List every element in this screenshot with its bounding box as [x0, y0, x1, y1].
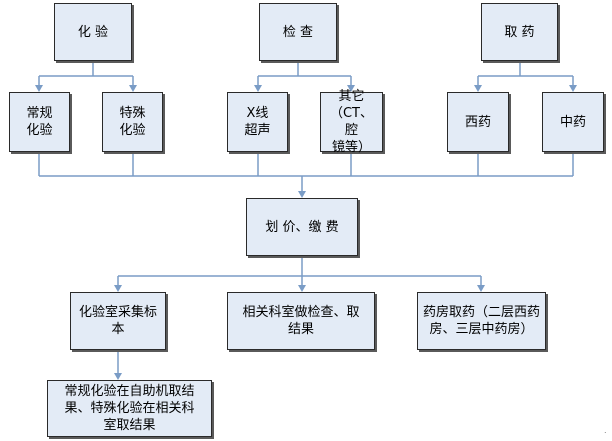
node-medicine-pickup: 取 药 — [481, 3, 558, 61]
node-lab-collection: 化验室采集标 本 — [70, 292, 166, 350]
arrow-exam-left — [254, 85, 262, 92]
node-xray-ultrasound-label: X线 超声 — [244, 106, 271, 138]
node-lab-results: 常规化验在自助机取结 果、特殊化验在相关科 室取结果 — [47, 380, 212, 437]
node-pharmacy-pickup: 药房取药（二层西药 房、三层中药房） — [417, 292, 546, 350]
node-chinese-medicine-label: 中药 — [559, 114, 586, 130]
node-other-exams-label: 其它 （CT、腔 镜等） — [329, 89, 374, 155]
node-lab-collection-label: 化验室采集标 本 — [78, 305, 157, 337]
arrow-to-payment — [298, 191, 306, 198]
node-routine-lab-label: 常规 化验 — [26, 106, 53, 138]
arrow-med-right — [569, 85, 577, 92]
node-western-medicine: 西药 — [447, 92, 509, 152]
node-lab-test-label: 化 验 — [77, 24, 109, 40]
connector-lines — [35, 61, 577, 380]
node-routine-lab: 常规 化验 — [9, 92, 70, 152]
arrow-to-pharmacy — [477, 285, 485, 292]
arrow-lab-right — [129, 85, 137, 92]
node-pricing-payment: 划 价、缴 费 — [246, 198, 358, 256]
node-dept-exam-results: 相关科室做检查、取 结果 — [227, 292, 375, 350]
arrow-lab-left — [35, 85, 43, 92]
arrow-to-dept-exam — [298, 285, 306, 292]
node-pharmacy-pickup-label: 药房取药（二层西药 房、三层中药房） — [422, 305, 540, 337]
node-western-medicine-label: 西药 — [464, 114, 491, 130]
node-other-exams: 其它 （CT、腔 镜等） — [320, 89, 383, 155]
node-xray-ultrasound: X线 超声 — [227, 92, 288, 152]
corner-mark: . — [604, 426, 607, 435]
node-chinese-medicine: 中药 — [542, 92, 604, 152]
node-special-lab-label: 特殊 化验 — [119, 106, 146, 138]
node-medicine-pickup-label: 取 药 — [504, 24, 535, 40]
arrow-exam-right — [347, 85, 355, 92]
arrow-med-left — [474, 85, 482, 92]
node-dept-exam-results-label: 相关科室做检查、取 结果 — [242, 305, 360, 337]
arrow-to-lab-results — [114, 373, 122, 380]
node-examination-label: 检 查 — [282, 24, 314, 40]
arrow-to-lab-collection — [114, 285, 122, 292]
node-special-lab: 特殊 化验 — [102, 92, 163, 152]
node-pricing-payment-label: 划 价、缴 费 — [265, 219, 339, 235]
node-lab-test: 化 验 — [54, 3, 132, 61]
node-examination: 检 查 — [259, 3, 337, 61]
node-lab-results-label: 常规化验在自助机取结 果、特殊化验在相关科 室取结果 — [64, 384, 195, 433]
